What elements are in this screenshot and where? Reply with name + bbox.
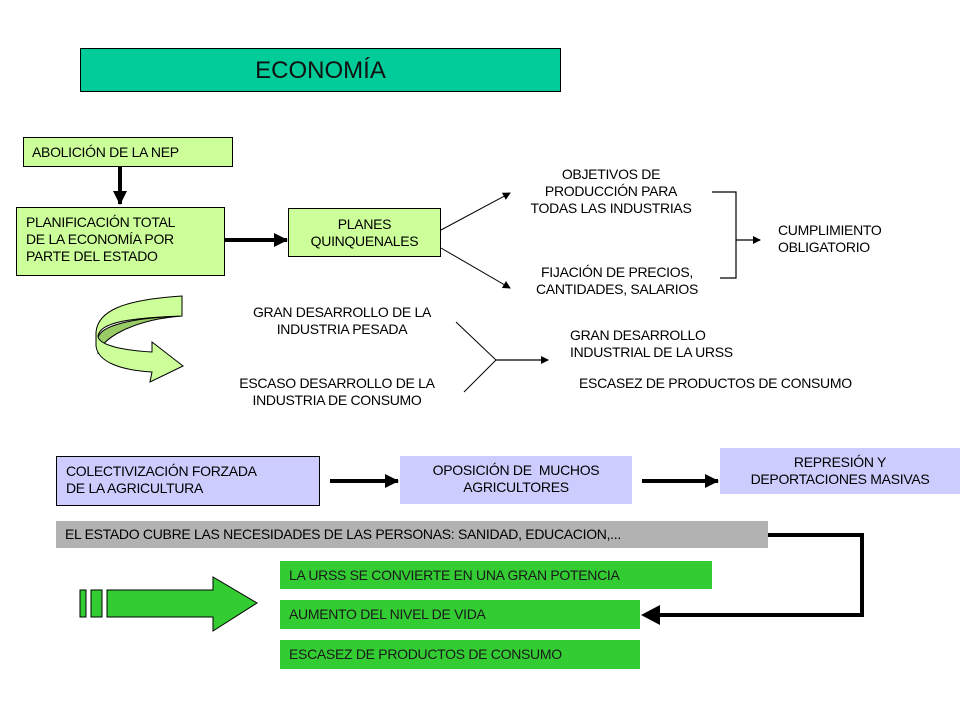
objetivos-text: OBJETIVOS DE PRODUCCIÓN PARA TODAS LAS I… bbox=[502, 166, 720, 217]
cumplimiento-line-1: CUMPLIMIENTO bbox=[778, 222, 882, 238]
escasez-text: ESCASEZ DE PRODUCTOS DE CONSUMO bbox=[579, 375, 852, 391]
oposicion-box: OPOSICIÓN DE MUCHOS AGRICULTORES bbox=[400, 456, 632, 504]
colectivizacion-line-1: COLECTIVIZACIÓN FORZADA bbox=[66, 463, 257, 479]
conclusion-escasez-label: ESCASEZ DE PRODUCTOS DE CONSUMO bbox=[289, 646, 562, 662]
conclusion-escasez: ESCASEZ DE PRODUCTOS DE CONSUMO bbox=[280, 640, 640, 669]
objetivos-line-1: OBJETIVOS DE bbox=[561, 166, 661, 182]
merge-chevron bbox=[455, 321, 497, 393]
cumplimiento-text: CUMPLIMIENTO OBLIGATORIO bbox=[778, 222, 882, 256]
colectivizacion-box: COLECTIVIZACIÓN FORZADA DE LA AGRICULTUR… bbox=[56, 456, 320, 506]
planes-quinquenales-box: PLANES QUINQUENALES bbox=[288, 208, 441, 257]
conclusion-potencia: LA URSS SE CONVIERTE EN UNA GRAN POTENCI… bbox=[280, 561, 712, 589]
consumo-line-2: INDUSTRIA DE CONSUMO bbox=[252, 392, 422, 408]
represion-line-2: DEPORTACIONES MASIVAS bbox=[750, 471, 930, 487]
big-green-arrow-icon bbox=[79, 576, 258, 632]
fijacion-line-2: CANTIDADES, SALARIOS bbox=[535, 281, 699, 297]
conclusion-potencia-label: LA URSS SE CONVIERTE EN UNA GRAN POTENCI… bbox=[289, 567, 620, 583]
conclusion-nivel-de-vida-label: AUMENTO DEL NIVEL DE VIDA bbox=[289, 606, 486, 622]
consumo-line-1: ESCASO DESARROLLO DE LA bbox=[239, 375, 435, 391]
gran-desarrollo-line-2: INDUSTRIAL DE LA URSS bbox=[570, 344, 733, 360]
abolicion-nep-label: ABOLICIÓN DE LA NEP bbox=[32, 144, 179, 160]
estado-bar: EL ESTADO CUBRE LAS NECESIDADES DE LAS P… bbox=[56, 521, 768, 548]
planificacion-box: PLANIFICACIÓN TOTAL DE LA ECONOMÍA POR P… bbox=[16, 207, 225, 276]
abolicion-nep-box: ABOLICIÓN DE LA NEP bbox=[23, 137, 233, 167]
colectivizacion-line-2: DE LA AGRICULTURA bbox=[66, 480, 204, 496]
gran-desarrollo-line-1: GRAN DESARROLLO bbox=[570, 327, 706, 343]
bracket-cumplimiento bbox=[712, 191, 737, 279]
arrow-head-nivel-de-vida bbox=[641, 605, 660, 625]
represion-line-1: REPRESIÓN Y bbox=[793, 454, 887, 470]
planificacion-line-2: DE LA ECONOMÍA POR bbox=[26, 231, 174, 247]
conclusion-nivel-de-vida: AUMENTO DEL NIVEL DE VIDA bbox=[280, 600, 640, 629]
cumplimiento-line-2: OBLIGATORIO bbox=[778, 239, 870, 255]
oposicion-line-1: OPOSICIÓN DE MUCHOS bbox=[432, 462, 600, 478]
industria-consumo-text: ESCASO DESARROLLO DE LA INDUSTRIA DE CON… bbox=[212, 375, 462, 409]
objetivos-line-2: PRODUCCIÓN PARA bbox=[544, 183, 678, 199]
planificacion-line-1: PLANIFICACIÓN TOTAL bbox=[26, 214, 176, 230]
curved-arrow-icon bbox=[95, 295, 184, 383]
oposicion-line-2: AGRICULTORES bbox=[463, 479, 569, 495]
pesada-line-1: GRAN DESARROLLO DE LA bbox=[252, 304, 432, 320]
planificacion-line-3: PARTE DEL ESTADO bbox=[26, 248, 158, 264]
planes-line-1: PLANES bbox=[337, 216, 392, 232]
estado-label: EL ESTADO CUBRE LAS NECESIDADES DE LAS P… bbox=[65, 526, 621, 542]
objetivos-line-3: TODAS LAS INDUSTRIAS bbox=[530, 200, 692, 216]
page-title: ECONOMÍA bbox=[255, 57, 386, 84]
pesada-line-2: INDUSTRIA PESADA bbox=[276, 321, 408, 337]
represion-box: REPRESIÓN Y DEPORTACIONES MASIVAS bbox=[720, 448, 960, 494]
industria-pesada-text: GRAN DESARROLLO DE LA INDUSTRIA PESADA bbox=[222, 304, 462, 338]
gran-desarrollo-text: GRAN DESARROLLO INDUSTRIAL DE LA URSS bbox=[570, 327, 733, 361]
fijacion-line-1: FIJACIÓN DE PRECIOS, bbox=[541, 264, 693, 280]
arrow-planes-to-objetivos bbox=[440, 192, 511, 231]
arrow-estado-to-nivel-de-vida bbox=[656, 533, 864, 617]
planes-line-2: QUINQUENALES bbox=[310, 233, 419, 249]
title-box: ECONOMÍA bbox=[80, 48, 561, 92]
fijacion-text: FIJACIÓN DE PRECIOS, CANTIDADES, SALARIO… bbox=[512, 264, 722, 298]
arrow-planes-to-fijacion bbox=[440, 247, 511, 289]
